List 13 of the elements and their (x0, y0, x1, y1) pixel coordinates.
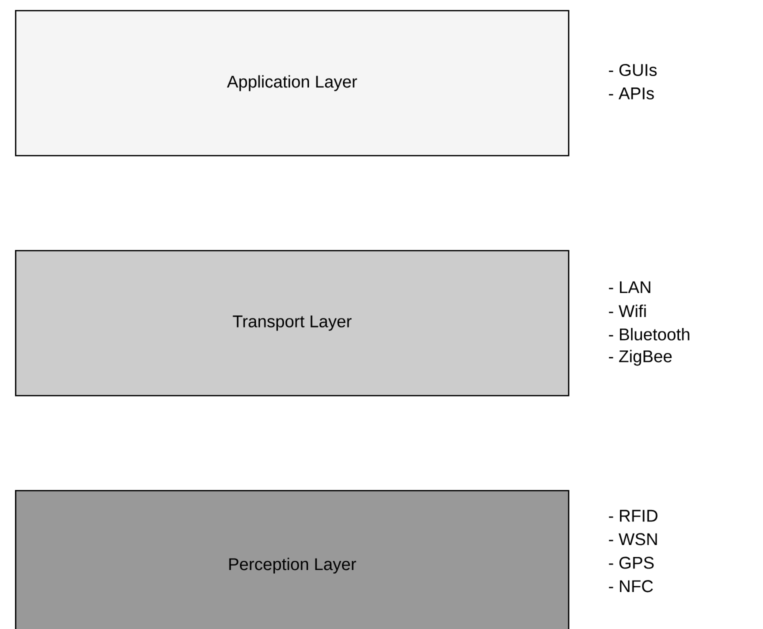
list-item: - Wifi (608, 304, 646, 317)
layer-box: Transport Layer (15, 250, 570, 396)
list-item: - RFID (608, 510, 658, 522)
list-item: - Bluetooth (608, 328, 690, 340)
list-item: - GPS (608, 556, 654, 569)
list-item: - GUIs (608, 64, 657, 76)
list-item: - APIs (608, 88, 654, 100)
list-item: - WSN (608, 533, 657, 546)
layer-box: Perception Layer (15, 490, 570, 629)
list-item: - ZigBee (608, 350, 672, 366)
list-item: - NFC (608, 580, 653, 592)
list-item: - LAN (608, 281, 650, 294)
layer-box: Application Layer (15, 10, 570, 156)
